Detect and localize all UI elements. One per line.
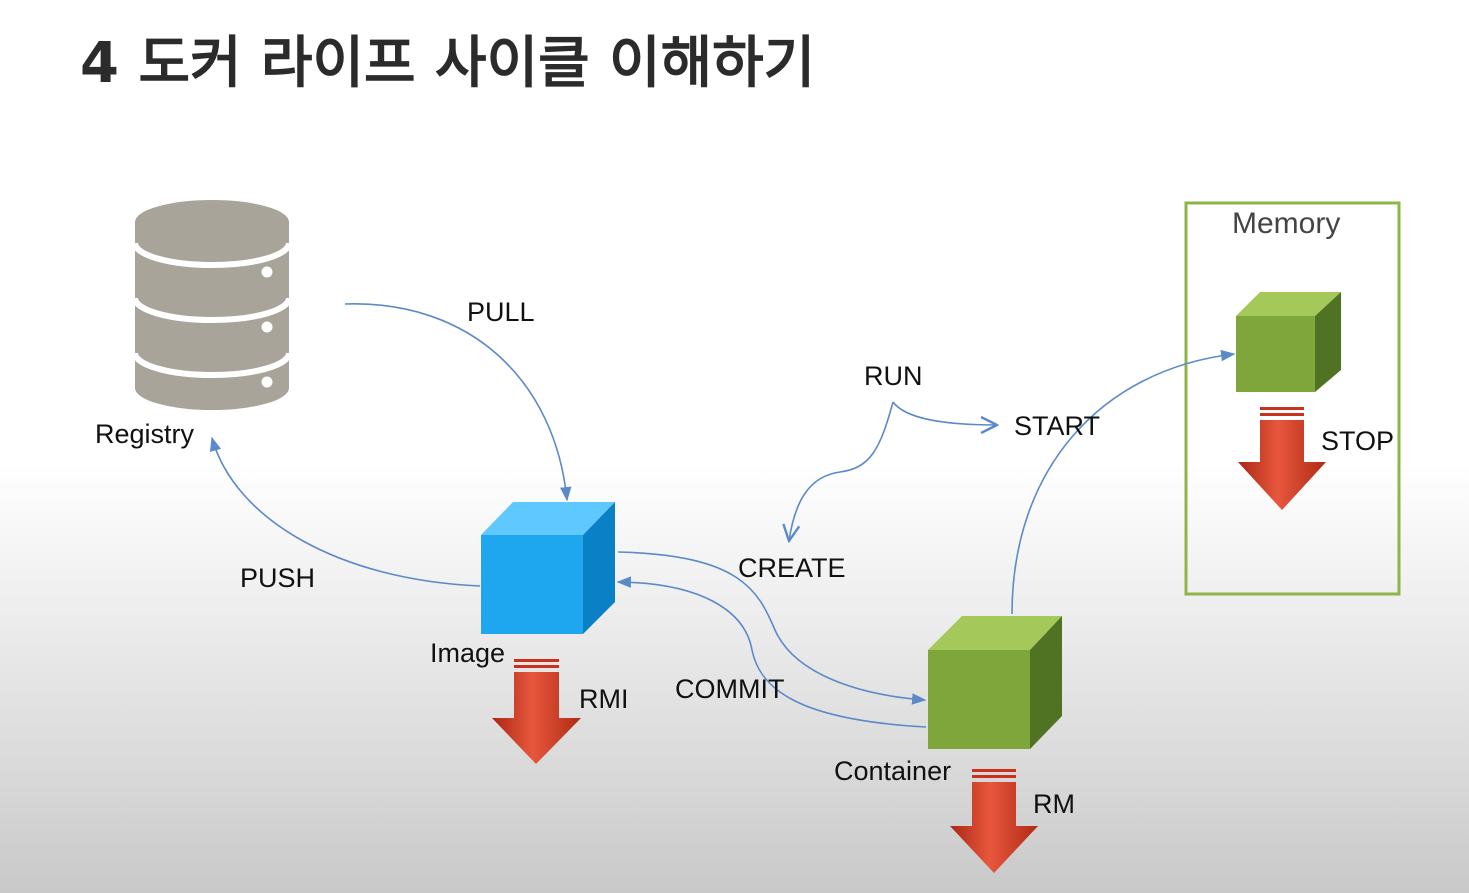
rm-arrow-icon [950,769,1038,873]
database-icon [132,200,292,410]
commit-label: COMMIT [675,674,784,704]
memory-box [1184,201,1401,596]
rm-label: RM [1033,789,1075,819]
rmi-arrow-icon [492,659,581,764]
pull-arrow [344,303,572,502]
container-cube-icon [928,616,1062,749]
image-cube-icon [481,502,615,634]
push-label: PUSH [240,563,315,593]
start-arrow [1011,349,1236,615]
run-to-start-arrow [892,401,997,425]
memory-label: Memory [1232,207,1340,240]
run-label: RUN [864,361,923,391]
page-title: 4 도커 라이프 사이클 이해하기 [80,31,816,96]
create-label: CREATE [738,553,846,583]
stop-arrow-icon [1238,407,1326,510]
commit-arrow [616,576,927,728]
create-arrow [617,551,927,705]
start-label: START [1014,411,1100,441]
stop-label: STOP [1321,426,1394,456]
rmi-label: RMI [579,684,629,714]
image-label: Image [430,638,505,668]
push-arrow [209,436,481,587]
pull-label: PULL [467,297,535,327]
run-to-create-arrow [789,401,894,541]
registry-label: Registry [95,419,195,449]
memory-cube-icon [1236,292,1341,392]
container-label: Container [834,756,951,786]
